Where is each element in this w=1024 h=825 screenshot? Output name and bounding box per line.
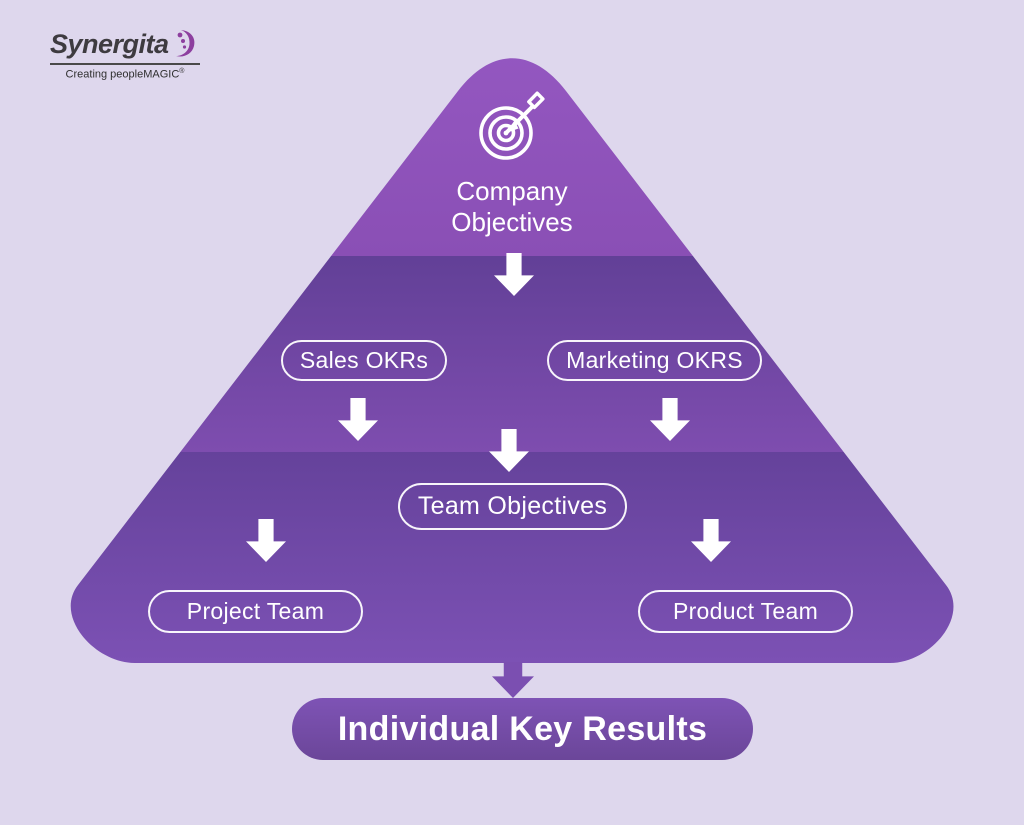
project-team-pill: Project Team [148,590,363,633]
pyramid-tier-team [70,452,954,663]
logo-divider [50,63,200,65]
target-dart-icon [479,91,545,160]
project-team-label: Project Team [186,598,325,624]
registered-mark: ® [179,68,185,75]
synergita-logo: Synergita Creating peopleMAGIC® [50,28,210,81]
sales-okrs-pill: Sales OKRs [281,340,447,381]
marketing-okrs-label: Marketing OKRS [566,347,743,373]
logo-tagline: Creating peopleMAGIC® [50,68,200,81]
team-objectives-label: Team Objectives [417,492,608,520]
company-objectives-label: Company Objectives [451,176,573,237]
team-objectives-pill: Team Objectives [398,483,627,530]
product-team-label: Product Team [672,598,819,624]
logo-brand-text: Synergita [50,29,169,59]
product-team-pill: Product Team [638,590,853,633]
individual-key-results-banner: Individual Key Results [292,698,753,760]
individual-key-results-label: Individual Key Results [337,709,708,748]
sales-okrs-label: Sales OKRs [299,347,429,373]
logo-tagline-text: Creating peopleMAGIC [65,68,180,81]
logo-swirl-icon [175,30,194,57]
marketing-okrs-pill: Marketing OKRS [547,340,762,381]
